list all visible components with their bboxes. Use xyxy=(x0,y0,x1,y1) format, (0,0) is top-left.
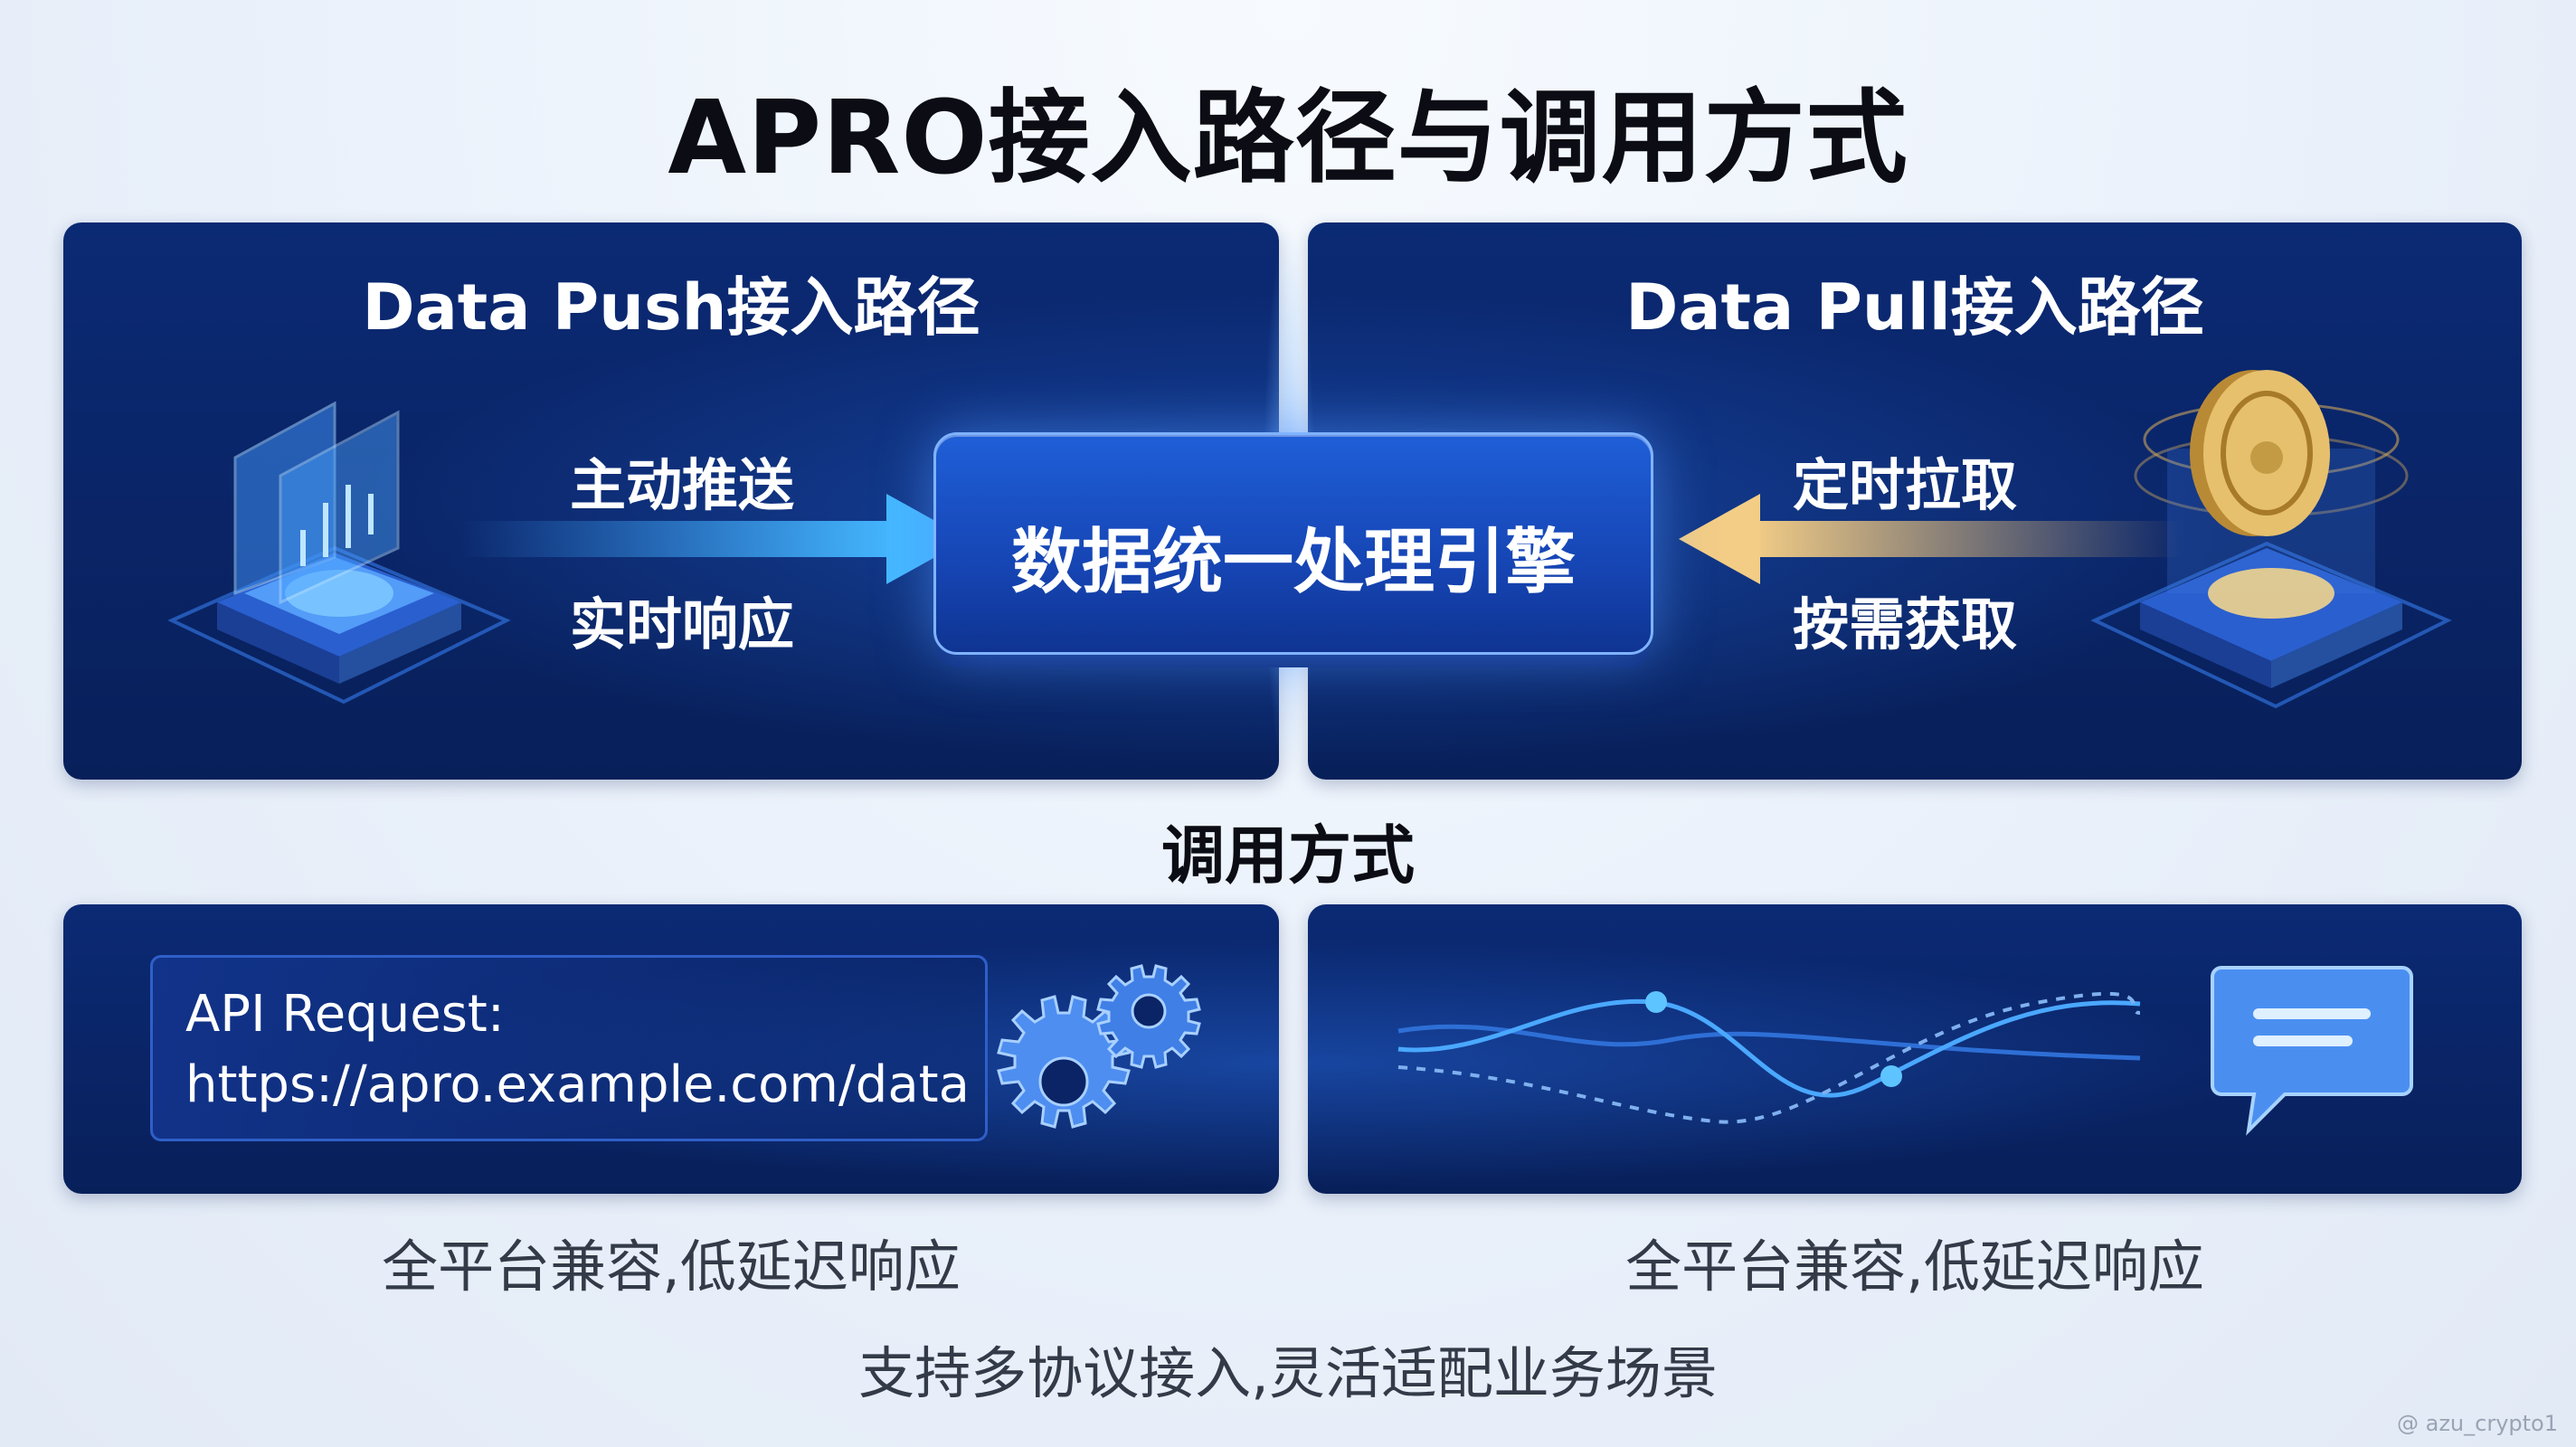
footer-text: 支持多协议接入,灵活适配业务场景 xyxy=(0,1328,2576,1409)
push-label-bottom: 实时响应 xyxy=(570,579,794,660)
chat-bubble-icon xyxy=(2212,959,2420,1140)
watermark: @ azu_crypto1 xyxy=(2397,1411,2558,1436)
pull-panel-title: Data Pull接入路径 xyxy=(1308,257,2522,348)
signal-wave-icon xyxy=(1398,977,2140,1140)
api-request-box: API Request: https://apro.example.com/da… xyxy=(150,955,988,1141)
wave-panel xyxy=(1308,904,2522,1194)
right-caption: 全平台兼容,低延迟响应 xyxy=(1308,1221,2522,1302)
pull-label-bottom: 按需获取 xyxy=(1793,579,2017,660)
call-section-title: 调用方式 xyxy=(0,805,2576,896)
api-label: API Request: xyxy=(185,985,505,1044)
push-panel-title: Data Push接入路径 xyxy=(63,257,1279,348)
push-label-top: 主动推送 xyxy=(570,440,794,521)
api-panel: API Request: https://apro.example.com/da… xyxy=(63,904,1279,1194)
coin-icon xyxy=(2068,349,2502,747)
data-engine-box: 数据统一处理引擎 xyxy=(933,432,1653,655)
engine-label: 数据统一处理引擎 xyxy=(936,506,1651,607)
api-url: https://apro.example.com/data xyxy=(185,1055,970,1114)
page-title: APRO接入路径与调用方式 xyxy=(0,56,2576,203)
gears-icon xyxy=(986,950,1221,1149)
left-caption: 全平台兼容,低延迟响应 xyxy=(63,1221,1279,1302)
pull-label-top: 定时拉取 xyxy=(1793,440,2017,521)
